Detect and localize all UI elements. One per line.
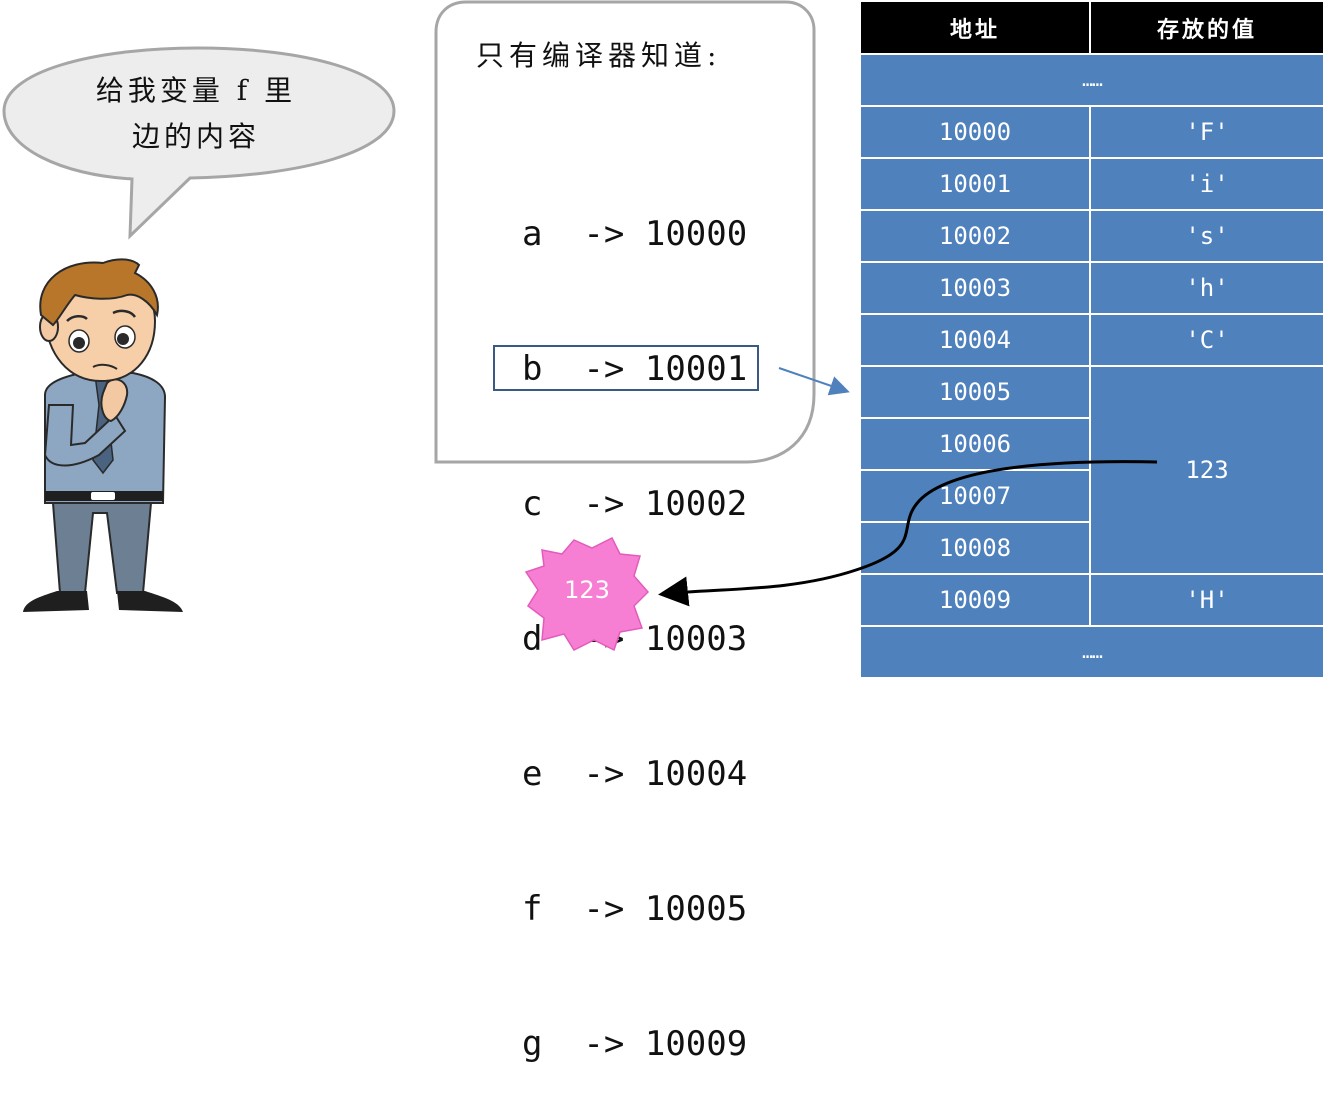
table-row: 10000 'F' — [861, 105, 1323, 159]
cell-value: 's' — [1089, 209, 1323, 263]
mapping-var: b — [522, 349, 543, 389]
mapping-d: d -> 10003 — [522, 617, 747, 662]
speech-bubble — [2, 46, 396, 240]
mapping-addr: 10002 — [644, 484, 748, 524]
speech-line-2: 边的内容 — [131, 120, 260, 153]
thinking-man-illustration — [23, 258, 183, 612]
mapping-var: d — [522, 619, 543, 659]
header-address: 地址 — [861, 2, 1091, 54]
table-row-ellipsis-top: …… — [861, 53, 1323, 107]
speech-line-1: 给我变量 f 里 — [95, 74, 297, 107]
cell-address: 10009 — [861, 573, 1091, 627]
highlight-box-f — [493, 345, 759, 391]
table-row: 10002 's' — [861, 209, 1323, 263]
mapping-c: c -> 10002 — [522, 484, 748, 524]
mapping-a: a -> 10000 — [522, 214, 748, 254]
table-header-row: 地址 存放的值 — [861, 2, 1323, 54]
mapping-addr: 10003 — [644, 619, 748, 659]
mapping-addr: 10001 — [644, 349, 748, 389]
cell-address: 10001 — [861, 157, 1091, 211]
compiler-title: 只有编译器知道: — [476, 39, 722, 72]
mapping-g: g -> 10009 — [522, 1024, 748, 1064]
mapping-var: a — [522, 214, 543, 254]
mapping-e: e -> 10004 — [522, 754, 748, 794]
blob-value: 123 — [564, 576, 610, 604]
cell-value: 'i' — [1089, 157, 1323, 211]
cell-address: 10003 — [861, 261, 1091, 315]
mapping-addr: 10009 — [644, 1024, 748, 1064]
mapping-var: e — [522, 754, 543, 794]
mapping-var: c — [522, 484, 543, 524]
cell-value: 'h' — [1089, 261, 1323, 315]
table-row: 10005 123 — [861, 365, 1323, 575]
mapping-var: g — [522, 1024, 543, 1064]
memory-table: 地址 存放的值 …… 10000 'F' 10001 'i' 10002 's'… — [861, 2, 1323, 679]
table-row: 10003 'h' — [861, 261, 1323, 315]
cell-address: 10007 — [861, 469, 1090, 523]
mapping-addr: 10000 — [644, 214, 748, 254]
ellipsis-top: …… — [861, 53, 1323, 107]
cell-address: 10008 — [861, 521, 1090, 575]
cell-value: 'F' — [1089, 105, 1323, 159]
cell-address: 10004 — [861, 313, 1091, 367]
result-blob — [524, 536, 650, 652]
mapping-f: f -> 10005 — [522, 889, 748, 929]
cell-address: 10005 — [861, 365, 1091, 419]
cell-address: 10002 — [861, 209, 1091, 263]
mapping-addr: 10004 — [644, 754, 748, 794]
cell-value: 'C' — [1089, 313, 1323, 367]
table-row: 10009 'H' — [861, 573, 1323, 627]
ellipsis-bottom: …… — [861, 625, 1323, 679]
speech-text: 给我变量 f 里 边的内容 — [40, 68, 352, 160]
cell-value: 'H' — [1089, 573, 1323, 627]
cell-address: 10000 — [861, 105, 1091, 159]
mapping-b: b -> 10001 — [522, 349, 748, 389]
header-value: 存放的值 — [1090, 2, 1323, 54]
cell-address: 10006 — [861, 417, 1090, 471]
compiler-callout — [434, 0, 816, 464]
cell-value-merged: 123 — [1089, 365, 1323, 575]
mapping-addr: 10005 — [644, 889, 748, 929]
table-row: 10004 'C' — [861, 313, 1323, 367]
mapping-var: f — [522, 889, 543, 929]
table-row: 10001 'i' — [861, 157, 1323, 211]
table-row-ellipsis-bottom: …… — [861, 625, 1323, 679]
